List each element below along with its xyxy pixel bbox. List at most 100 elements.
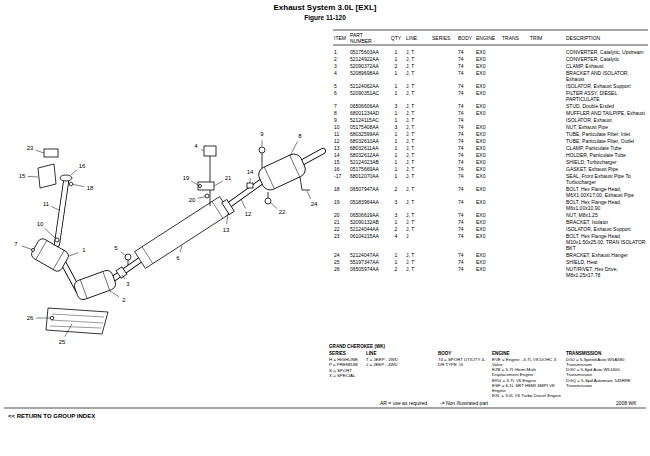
table-cell: 2: [390, 186, 402, 192]
rule-line: [4, 408, 646, 409]
table-cell: 52089698AA: [350, 70, 384, 76]
table-cell: J, T: [406, 124, 426, 130]
table-cell: HOLDER, Particulate Tube: [566, 152, 648, 158]
leader-line: [28, 176, 38, 178]
callout-number: 3: [122, 280, 134, 288]
clamp: [222, 199, 235, 214]
bracket: [198, 182, 214, 190]
leader-line: [71, 170, 77, 175]
table-cell: MUFFLER AND TAILPIPE, Exhaust: [566, 110, 648, 116]
callout-number: 13: [220, 226, 232, 234]
table-cell: EX0: [476, 226, 496, 232]
table-cell: EX0: [476, 212, 496, 218]
table-cell: EX0: [476, 56, 496, 62]
table-cell: 74: [458, 49, 472, 55]
table-cell: 06104215AA: [350, 233, 384, 239]
table-cell: J, T: [406, 103, 426, 109]
table-cell: FILTER ASSY, DIESEL PARTICULATE: [566, 90, 648, 102]
callout-number: 1: [78, 246, 90, 254]
column-header: ITEM: [334, 35, 348, 41]
table-cell: CONVERTER, Catalytic, Upstream: [566, 49, 648, 55]
stud: [32, 249, 35, 252]
code-definition: ESF = 6.1L SRT HEMI SMPI V8 Engine: [492, 383, 562, 393]
leader-line: [65, 324, 72, 337]
table-rules: [4, 30, 648, 408]
code-definition: DGJ = 5-Speed Auto W5A580 Transmission: [566, 357, 646, 367]
table-cell: 24: [334, 252, 348, 258]
table-cell: 20: [334, 212, 348, 218]
table-cell: 1: [390, 219, 402, 225]
table-cell: 05183964AA: [350, 199, 384, 205]
table-cell: TUBE, Particulate Filter, Inlet: [566, 131, 648, 137]
table-cell: 74: [458, 159, 472, 165]
table-cell: 52124023AB: [350, 159, 384, 165]
pipe-outline: [229, 182, 261, 205]
nut: [55, 238, 59, 242]
table-cell: 52090372AA: [350, 63, 384, 69]
table-cell: BOLT, Hex Flange Head, M6X1.00X17.00, Ex…: [566, 186, 648, 198]
table-cell: BRACKET, Isolator: [566, 219, 648, 225]
table-cell: 05175669AA: [350, 166, 384, 172]
table-cell: 12: [334, 138, 348, 144]
footnote: AR = use as required: [380, 400, 427, 406]
table-cell: J, T: [406, 252, 426, 258]
pipe-outline: [113, 260, 140, 279]
table-cell: 8: [334, 110, 348, 116]
table-cell: 1: [390, 110, 402, 116]
column-header: PART NUMBER: [350, 32, 372, 44]
legend-column-heading: LINE: [366, 351, 376, 356]
table-cell: EX0: [476, 186, 496, 192]
table-cell: 1: [390, 152, 402, 158]
exhaust-hanger: [300, 177, 310, 190]
table-cell: SHIELD, Turbocharger: [566, 159, 648, 165]
table-cell: J, T: [406, 186, 426, 192]
table-cell: EX0: [476, 90, 496, 96]
table-cell: 13: [334, 145, 348, 151]
callout-number: 18: [84, 184, 96, 192]
table-cell: J, T: [406, 226, 426, 232]
callout-number: 4: [190, 142, 202, 150]
column-header: QTY: [390, 35, 402, 41]
table-cell: J, T: [406, 152, 426, 158]
hanger-rod: [268, 192, 269, 198]
table-cell: 74: [458, 226, 472, 232]
table-cell: BRACKET AND ISOLATOR, Exhaust: [566, 70, 648, 82]
table-cell: 2: [390, 226, 402, 232]
hanger-rod: [262, 153, 263, 168]
table-cell: 74: [458, 259, 472, 265]
leader-lines: [22, 140, 311, 337]
table-cell: EX0: [476, 145, 496, 151]
callout-number: 23: [24, 144, 36, 152]
muffler: [256, 151, 308, 192]
table-cell: 74: [458, 117, 472, 123]
table-cell: 74: [458, 103, 472, 109]
table-cell: J, T: [406, 166, 426, 172]
table-cell: 6: [334, 90, 348, 96]
callout-number: 10: [34, 220, 46, 228]
table-cell: 3: [334, 63, 348, 69]
table-cell: EX0: [476, 49, 496, 55]
table-cell: EX0: [476, 124, 496, 130]
table-cell: 1: [390, 56, 402, 62]
table-cell: J, T: [406, 173, 426, 179]
leader-line: [36, 150, 44, 153]
table-cell: 74: [458, 70, 472, 76]
turbo-shield: [38, 164, 56, 188]
leader-line: [73, 184, 84, 186]
table-cell: ISOLATOR, Exhaust Support: [566, 226, 648, 232]
isolator: [125, 254, 131, 260]
rule-line: [333, 45, 648, 46]
table-cell: 1: [390, 159, 402, 165]
table-cell: CLAMP, Particulate Tube: [566, 145, 648, 151]
table-cell: EX0: [476, 131, 496, 137]
table-cell: 10: [334, 124, 348, 130]
table-cell: NUT/RIVET, Hex Drive, M8x1.25x17.78: [566, 266, 648, 278]
table-cell: STUD, Double Ended: [566, 103, 648, 109]
table-cell: 74: [458, 83, 472, 89]
table-cell: J, T: [406, 145, 426, 151]
bracket: [204, 146, 216, 156]
leader-line: [262, 140, 263, 147]
table-cell: 1: [390, 259, 402, 265]
leader-line: [307, 191, 311, 199]
table-cell: J, T: [406, 219, 426, 225]
